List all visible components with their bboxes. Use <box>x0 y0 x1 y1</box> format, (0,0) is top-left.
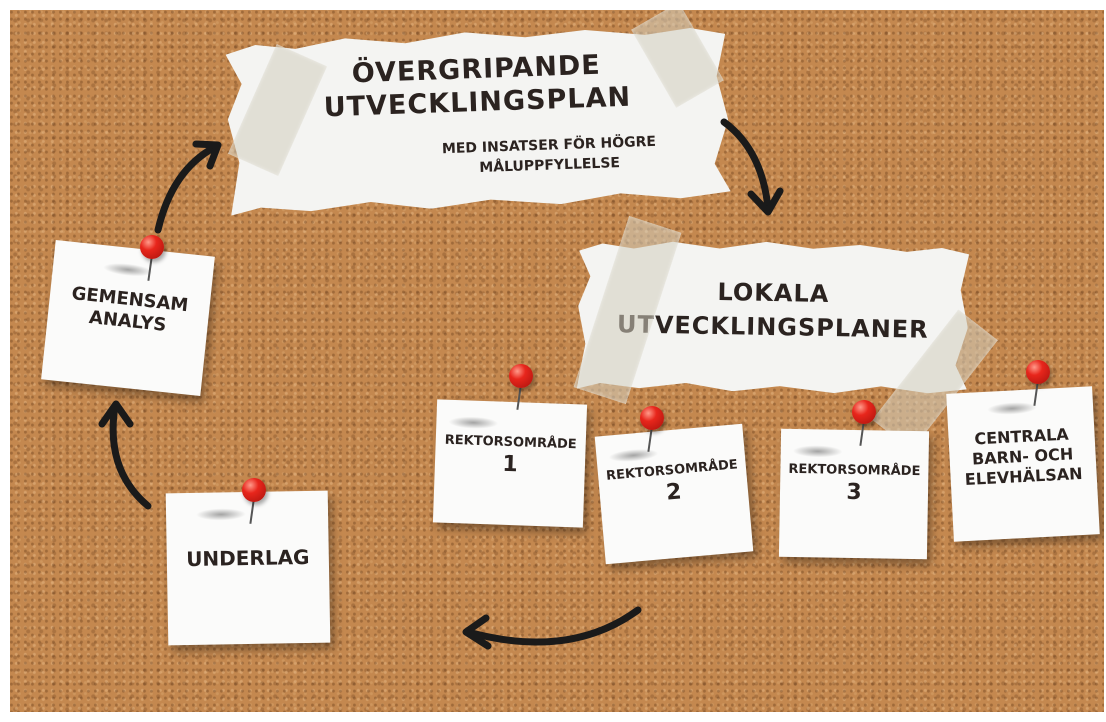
cycle-arrows <box>98 118 784 650</box>
curved-arrow-icon <box>154 140 222 234</box>
curved-arrow-icon <box>720 118 784 216</box>
cork-board: ÖVERGRIPANDE UTVECKLINGSPLAN MED INSATSE… <box>10 10 1104 712</box>
curved-arrow-icon <box>98 400 152 510</box>
curved-arrow-icon <box>462 606 642 650</box>
